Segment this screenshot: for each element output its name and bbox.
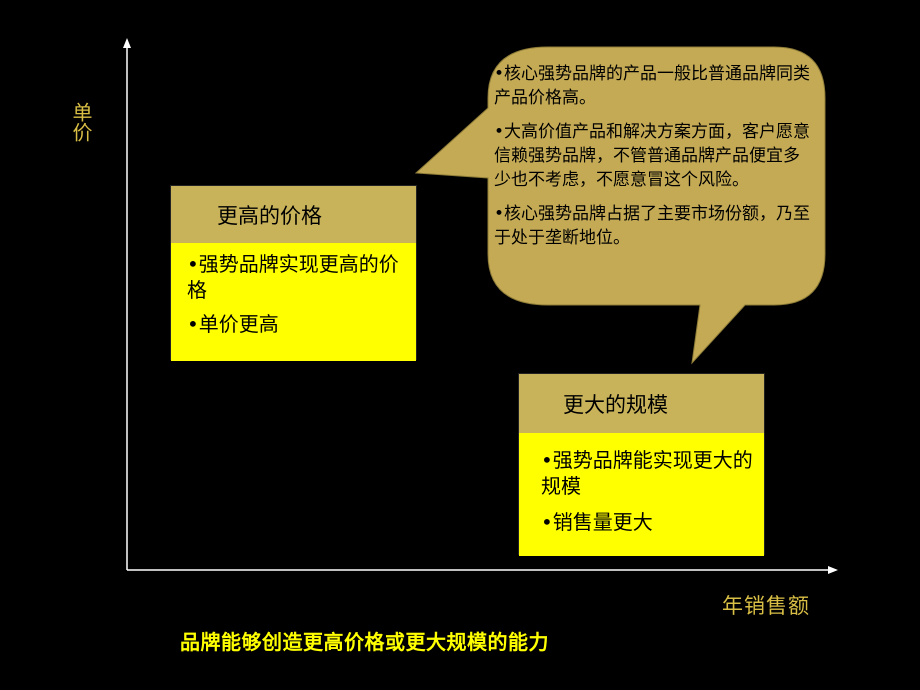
higher-price-title: 更高的价格 — [171, 186, 416, 243]
larger-scale-bullet-2: •销售量更大 — [541, 510, 653, 534]
higher-price-body: •强势品牌实现更高的价格 •单价更高 — [171, 243, 416, 361]
x-axis-label: 年销售额 — [722, 594, 810, 618]
larger-scale-title: 更大的规模 — [519, 374, 764, 433]
y-axis-arrow — [123, 38, 131, 48]
larger-scale-card: 更大的规模 •强势品牌能实现更大的规模 •销售量更大 — [518, 373, 765, 556]
larger-scale-bullet-1: •强势品牌能实现更大的规模 — [541, 448, 753, 498]
callout-paragraph-3: •核心强势品牌占据了主要市场份额，乃至于处于垄断地位。 — [494, 204, 811, 248]
larger-scale-body: •强势品牌能实现更大的规模 •销售量更大 — [519, 433, 764, 556]
slide-caption: 品牌能够创造更高价格或更大规模的能力 — [180, 630, 549, 654]
callout-text: •核心强势品牌的产品一般比普通品牌同类产品价格高。 •大高价值产品和解决方案方面… — [494, 62, 812, 260]
higher-price-bullet-2: •单价更高 — [187, 312, 279, 336]
higher-price-bullet-1: •强势品牌实现更高的价格 — [187, 252, 399, 302]
callout-paragraph-1: •核心强势品牌的产品一般比普通品牌同类产品价格高。 — [494, 64, 811, 108]
speech-bubble-shape — [414, 46, 826, 365]
higher-price-card: 更高的价格 •强势品牌实现更高的价格 •单价更高 — [170, 185, 417, 361]
callout-paragraph-2: •大高价值产品和解决方案方面，客户愿意信赖强势品牌，不管普通品牌产品便宜多少也不… — [494, 122, 811, 190]
x-axis-arrow — [828, 566, 838, 574]
y-axis-label: 单价 — [69, 102, 93, 142]
